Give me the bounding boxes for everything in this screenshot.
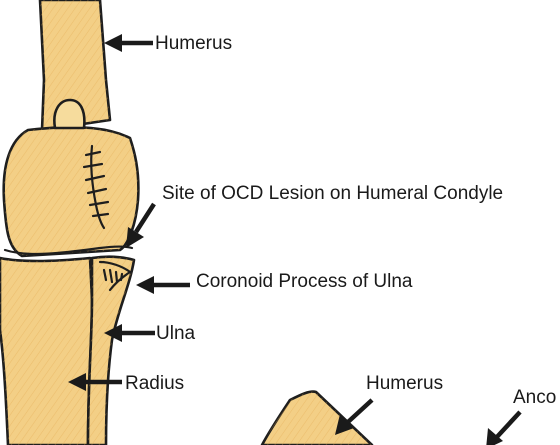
radius-bone <box>0 258 92 445</box>
label-radius: Radius <box>125 374 184 393</box>
ulna-bone <box>88 257 134 445</box>
label-coronoid-process: Coronoid Process of Ulna <box>196 272 413 291</box>
arrow-coronoid <box>136 276 190 294</box>
label-humerus-top: Humerus <box>155 34 232 53</box>
arrow-humerus-top <box>104 34 153 52</box>
arrow-anconeal <box>486 412 520 445</box>
humeral-condyle <box>4 100 139 256</box>
label-ulna: Ulna <box>156 324 195 343</box>
label-ocd-lesion: Site of OCD Lesion on Humeral Condyle <box>162 184 503 203</box>
humerus-lower-partial <box>262 392 372 445</box>
label-humerus-bottom: Humerus <box>366 374 443 393</box>
label-anconeal-partial: Anco <box>513 388 556 407</box>
